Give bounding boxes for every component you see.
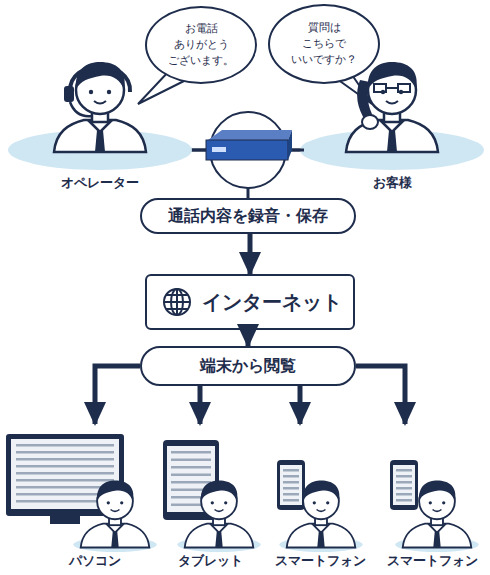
screen-row: [283, 487, 299, 490]
speech-bubble: お電話 ありがとう ございます。: [145, 6, 257, 84]
terminal-figure: タブレット: [160, 424, 260, 570]
screen-row: [171, 459, 211, 462]
terminal-figure: パソコン: [20, 424, 170, 570]
speech-bubble: 質問は こちらで いいですか？: [268, 4, 380, 84]
recorder-device: [212, 147, 226, 152]
screen-row: [396, 469, 412, 472]
node-text: オペレーター: [61, 174, 139, 192]
terminal-figure: スマートフォン: [264, 424, 376, 570]
glasses: [386, 87, 398, 89]
screen-row: [16, 479, 114, 482]
screen-row: [16, 472, 114, 475]
node-text: お電話 ありがとう ございます。: [165, 21, 238, 69]
flow-arrow: [248, 234, 253, 274]
screen-row: [283, 475, 299, 478]
node-text: 質問は こちらで いいですか？: [288, 20, 361, 68]
flow-arrow: [246, 330, 251, 346]
smartphone-user: [279, 480, 362, 552]
screen-row: [171, 466, 211, 469]
screen-row: [396, 475, 412, 478]
node-text: インターネット: [158, 289, 342, 316]
screen-row: [16, 444, 114, 447]
screen-row: [396, 487, 412, 490]
role-label: お客様: [302, 130, 482, 192]
node-text: 端末から閲覧: [186, 356, 310, 377]
node-text: スマートフォン: [387, 552, 478, 570]
wire: [247, 188, 250, 198]
node-text: 通話内容を録音・保存: [154, 206, 342, 227]
screen-row: [283, 499, 299, 502]
glasses: [398, 84, 410, 92]
recorder-device: [206, 140, 288, 160]
process-pill: 端末から閲覧: [140, 346, 356, 386]
hand: [362, 115, 378, 129]
headset: [70, 67, 130, 93]
screen-row: [283, 493, 299, 496]
node-text: パソコン: [69, 552, 121, 570]
globe-icon: [164, 289, 190, 315]
smartphone-user: [395, 480, 478, 552]
process-pill: 通話内容を録音・保存: [140, 198, 356, 234]
operator-figure: [44, 62, 156, 158]
headset: [64, 86, 74, 102]
screen-row: [171, 451, 211, 454]
node-text: タブレット: [178, 552, 243, 570]
screen-row: [16, 486, 114, 489]
pc-user: [73, 480, 156, 552]
role-label: オペレーター: [10, 130, 190, 192]
screen-row: [396, 499, 412, 502]
node-text: お客様: [373, 174, 412, 192]
tablet-user: [177, 480, 260, 552]
screen-row: [16, 458, 114, 461]
smartphone: [277, 460, 305, 510]
flow-arrow: [356, 366, 405, 424]
headset: [70, 102, 92, 116]
glasses: [374, 84, 386, 92]
smartphone: [390, 460, 418, 510]
screen-row: [16, 465, 114, 468]
recorder-device: [288, 130, 292, 160]
screen-row: [396, 493, 412, 496]
screen-row: [171, 474, 211, 477]
screen-row: [171, 481, 211, 484]
terminal-figure: スマートフォン: [378, 424, 486, 570]
screen-row: [283, 469, 299, 472]
internet-box: インターネット: [145, 274, 355, 330]
screen-row: [283, 481, 299, 484]
screen-row: [396, 481, 412, 484]
flow-arrow: [95, 366, 140, 424]
node-text: スマートフォン: [275, 552, 366, 570]
screen-row: [16, 451, 114, 454]
flow-arrow: [298, 386, 303, 424]
flow-arrow: [198, 386, 203, 424]
recorder-device: [208, 130, 292, 140]
